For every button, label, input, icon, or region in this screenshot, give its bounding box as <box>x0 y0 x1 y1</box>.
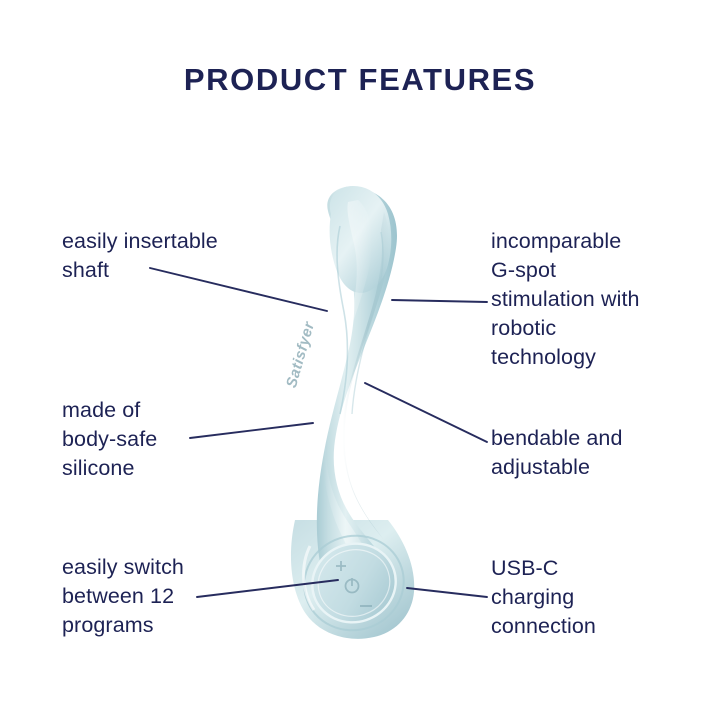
power-button[interactable] <box>344 578 360 594</box>
callout-line: body-safe <box>62 427 158 451</box>
callout-bendable-and-adjustable: bendable and adjustable <box>491 424 623 482</box>
callout-incomparable-g-spot-stimulation: incomparable G-spot stimulation with rob… <box>491 227 640 372</box>
callout-line: charging <box>491 585 575 609</box>
callout-line: USB-C <box>491 556 559 580</box>
callout-easily-switch-between-12-programs: easily switch between 12 programs <box>62 553 184 640</box>
callout-easily-insertable-shaft: easily insertable shaft <box>62 227 218 285</box>
base-highlight <box>302 545 316 611</box>
control-panel-inner-ring <box>317 549 391 617</box>
callout-made-of-body-safe-silicone: made of body-safe silicone <box>62 396 157 483</box>
callout-line: incomparable <box>491 229 622 253</box>
leader-gspot <box>391 299 488 303</box>
callout-line: G-spot <box>491 258 557 282</box>
leader-silicone <box>189 422 314 439</box>
shaft-seam-right <box>351 231 384 415</box>
leader-lines <box>149 267 488 598</box>
plus-button[interactable] <box>336 561 346 571</box>
callout-line: easily insertable <box>62 229 218 253</box>
callout-line: connection <box>491 614 596 638</box>
leader-usbc <box>406 587 488 598</box>
callout-line: easily switch <box>62 555 184 579</box>
product-body <box>290 186 415 639</box>
shaft-shading <box>342 212 390 540</box>
callout-line: shaft <box>62 258 110 282</box>
callout-line: stimulation with <box>491 287 640 311</box>
control-panel <box>311 542 397 624</box>
callout-line: robotic <box>491 316 557 340</box>
leader-shaft <box>149 267 328 312</box>
leader-bendable <box>364 382 488 443</box>
shaft-highlight <box>323 200 373 556</box>
callout-line: adjustable <box>491 455 591 479</box>
control-panel-buttons[interactable] <box>336 561 372 607</box>
shaft-seam-left <box>336 225 349 415</box>
callout-line: technology <box>491 345 596 369</box>
leader-programs <box>196 579 339 598</box>
page-title: PRODUCT FEATURES <box>183 62 537 97</box>
callout-line: bendable and <box>491 426 623 450</box>
callout-line: made of <box>62 398 141 422</box>
callout-usb-c-charging-connection: USB-C charging connection <box>491 554 596 641</box>
callout-line: programs <box>62 613 154 637</box>
callout-line: silicone <box>62 456 135 480</box>
callout-line: between 12 <box>62 584 175 608</box>
